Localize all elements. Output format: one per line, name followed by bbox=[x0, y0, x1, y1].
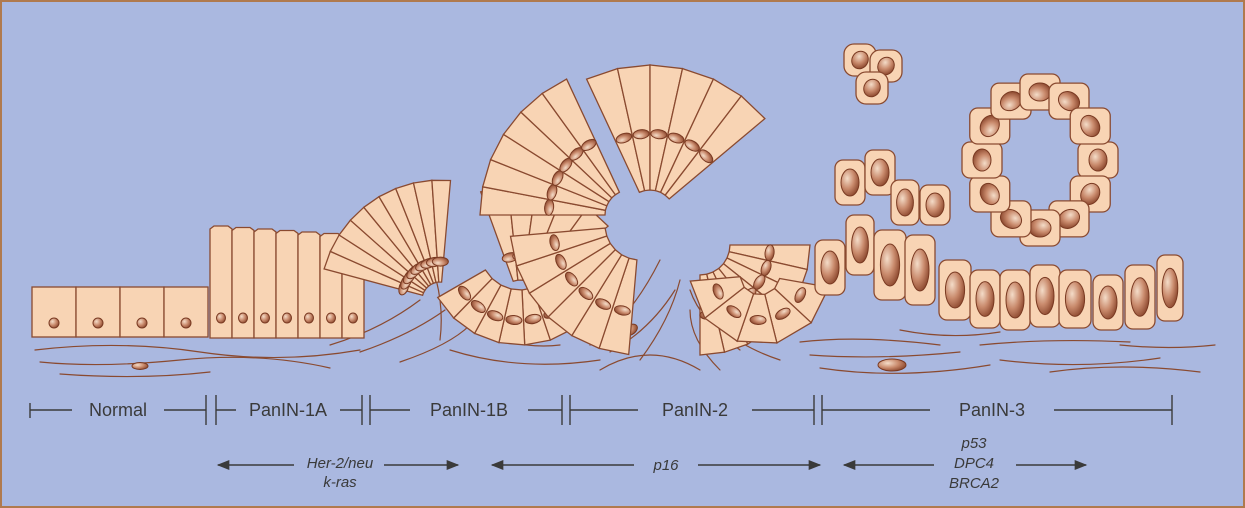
cell-nucleus bbox=[432, 257, 448, 266]
normal-cell bbox=[164, 287, 208, 337]
cell-nucleus bbox=[852, 227, 869, 263]
stage-label-panin-1a: PanIN-1A bbox=[249, 400, 327, 420]
gene-label-her2-neu: Her-2/neu bbox=[307, 455, 374, 472]
cell-nucleus bbox=[93, 318, 103, 328]
stage-label-normal: Normal bbox=[89, 400, 147, 420]
cell-nucleus bbox=[880, 244, 899, 286]
gene-label-k-ras: k-ras bbox=[323, 474, 357, 491]
cell-nucleus bbox=[911, 249, 929, 291]
stage-label-panin-1b: PanIN-1B bbox=[430, 400, 508, 420]
cell-nucleus bbox=[181, 318, 191, 328]
cell-nucleus bbox=[973, 149, 991, 171]
cell-nucleus bbox=[871, 159, 889, 186]
cell-nucleus bbox=[976, 282, 994, 317]
cell-nucleus bbox=[261, 313, 270, 323]
cell-nucleus bbox=[897, 189, 914, 216]
cell-nucleus bbox=[327, 313, 336, 323]
cell-nucleus bbox=[1099, 286, 1117, 319]
gene-label-dpc4: DPC4 bbox=[954, 455, 994, 472]
cell-nucleus bbox=[49, 318, 59, 328]
cell-nucleus bbox=[1089, 149, 1107, 171]
gene-label-brca2: BRCA2 bbox=[949, 475, 1000, 492]
stage-label-panin-3: PanIN-3 bbox=[959, 400, 1025, 420]
cell-nucleus bbox=[305, 313, 314, 323]
stromal-nucleus bbox=[878, 359, 906, 371]
normal-cell bbox=[76, 287, 120, 337]
cell-nucleus bbox=[1029, 83, 1051, 101]
cell-nucleus bbox=[1131, 278, 1149, 316]
cell-nucleus bbox=[1029, 219, 1051, 237]
cell-nucleus bbox=[945, 272, 964, 308]
gene-label-p53: p53 bbox=[960, 435, 987, 452]
cell-nucleus bbox=[1036, 277, 1054, 314]
cell-nucleus bbox=[1162, 268, 1178, 308]
cell-nucleus bbox=[239, 313, 248, 323]
stage-label-panin-2: PanIN-2 bbox=[662, 400, 728, 420]
cell-nucleus bbox=[750, 315, 766, 325]
cell-nucleus bbox=[1065, 282, 1084, 317]
normal-cell bbox=[32, 287, 76, 337]
cell-nucleus bbox=[217, 313, 226, 323]
cell-nucleus bbox=[137, 318, 147, 328]
cell-nucleus bbox=[283, 313, 292, 323]
stromal-nucleus bbox=[132, 363, 148, 370]
cell-nucleus bbox=[349, 313, 358, 323]
cell-nucleus bbox=[841, 169, 859, 196]
cell-nucleus bbox=[821, 251, 839, 284]
cell-nucleus bbox=[926, 193, 944, 217]
normal-cell bbox=[120, 287, 164, 337]
cell-nucleus bbox=[1006, 282, 1024, 318]
gene-label-p16: p16 bbox=[652, 457, 679, 474]
